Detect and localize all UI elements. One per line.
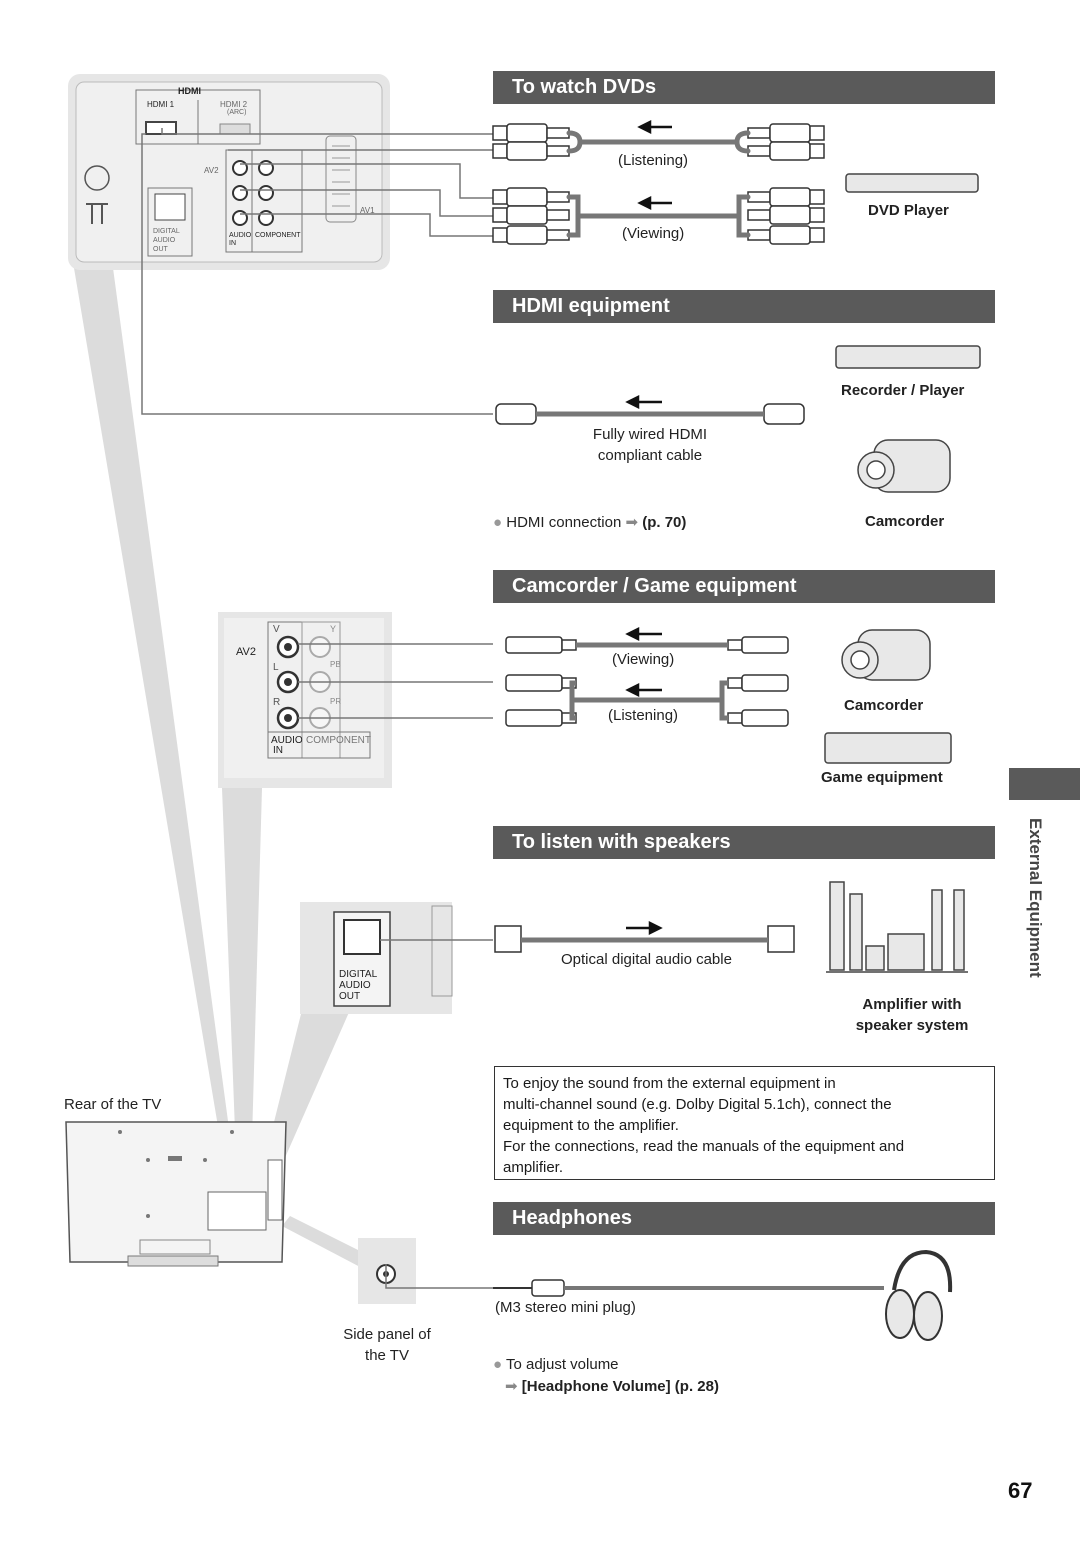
- note-line: equipment to the amplifier.: [503, 1117, 679, 1134]
- optical-cable-label: Optical digital audio cable: [561, 951, 732, 968]
- arrow-right-icon: ➡: [625, 514, 639, 531]
- projection-beam: [282, 1216, 362, 1268]
- chapter-label: External Equipment: [1026, 818, 1045, 978]
- section-title-hdmi: HDMI equipment: [493, 290, 995, 323]
- digital-label-top: DIGITAL: [153, 228, 180, 235]
- page-number: 67: [1008, 1478, 1033, 1503]
- camcorder-label-cam: Camcorder: [844, 697, 924, 714]
- projection-beam: [74, 268, 240, 1210]
- game-equipment-label: Game equipment: [821, 769, 943, 786]
- audio-in-label: AUDIO: [271, 735, 303, 746]
- adjust-volume-text: To adjust volume: [505, 1356, 619, 1373]
- dvd-player-label: DVD Player: [868, 202, 949, 219]
- hdmi-connection-ref: (p. 70): [642, 514, 687, 531]
- pr-label: PR: [330, 697, 342, 706]
- arrow-right-icon: ➡: [505, 1378, 518, 1395]
- audio-label-top: AUDIO: [153, 237, 176, 244]
- audio-in-label-top: AUDIO: [229, 232, 252, 239]
- recorder-icon: [835, 345, 981, 369]
- section-title-dvd: To watch DVDs: [493, 71, 995, 104]
- camcorder-icon-1: [857, 439, 951, 493]
- hdmi-cable-line1: Fully wired HDMI: [592, 426, 708, 443]
- adjust-volume-item: ● To adjust volume: [493, 1356, 619, 1373]
- side-panel-line1: Side panel of: [343, 1326, 431, 1343]
- r-label: R: [273, 697, 281, 708]
- amplifier-line2: speaker system: [855, 1017, 969, 1034]
- camcorder-label-hdmi: Camcorder: [865, 513, 945, 530]
- component-label-top: COMPONENT: [255, 232, 301, 239]
- l-label: L: [273, 662, 279, 673]
- mini-plug-label: (M3 stereo mini plug): [495, 1299, 636, 1316]
- in-label-top: IN: [229, 240, 236, 247]
- y-label: Y: [330, 624, 337, 634]
- camcorder-icon-2: [841, 629, 931, 681]
- projection-beam: [222, 788, 262, 1210]
- dvd-listening-label: (Listening): [618, 152, 689, 169]
- digital-label: DIGITAL: [339, 969, 378, 980]
- hdmi2-label: HDMI 2: [220, 100, 248, 109]
- headphone-volume-text: [Headphone Volume] (p. 28): [521, 1378, 719, 1395]
- amplifier-line1: Amplifier with: [862, 996, 962, 1013]
- note-line: amplifier.: [503, 1159, 564, 1176]
- out-label: OUT: [339, 991, 361, 1002]
- side-panel-line2: the TV: [365, 1347, 409, 1364]
- headphones-icon: [885, 1249, 953, 1341]
- hdmi-cable-line2: compliant cable: [597, 447, 703, 464]
- dvd-viewing-label: (Viewing): [622, 225, 685, 242]
- section-title-speakers: To listen with speakers: [493, 826, 995, 859]
- hdmi-connection-text: HDMI connection: [506, 514, 622, 531]
- cam-listening-label: (Listening): [608, 707, 679, 724]
- rear-of-tv-label: Rear of the TV: [64, 1096, 162, 1113]
- bullet-icon: ●: [493, 1356, 503, 1373]
- section-title-camcorder-game: Camcorder / Game equipment: [493, 570, 995, 603]
- note-line: To enjoy the sound from the external equ…: [503, 1075, 836, 1092]
- note-line: multi-channel sound (e.g. Dolby Digital …: [503, 1096, 892, 1113]
- dvd-player-icon: [845, 173, 979, 193]
- recorder-player-label: Recorder / Player: [841, 382, 965, 399]
- speaker-note-box: To enjoy the sound from the external equ…: [494, 1066, 995, 1180]
- hdmi1-label: HDMI 1: [147, 100, 175, 109]
- game-equipment-icon: [824, 732, 952, 764]
- pb-label: PB: [330, 660, 341, 669]
- note-line: For the connections, read the manuals of…: [503, 1138, 905, 1155]
- in-label: IN: [273, 745, 283, 756]
- arc-label: (ARC): [227, 109, 247, 116]
- section-title-headphones: Headphones: [493, 1202, 995, 1235]
- v-label: V: [273, 624, 280, 635]
- tv-rear-drawing: [65, 1121, 287, 1267]
- av2-label: AV2: [236, 646, 256, 658]
- hdmi-logo-label: HDMI: [178, 86, 201, 96]
- audio-label: AUDIO: [339, 980, 371, 991]
- bullet-icon: ●: [493, 514, 503, 531]
- speaker-system-icon: [826, 881, 968, 973]
- headphone-volume-ref[interactable]: ➡ [Headphone Volume] (p. 28): [505, 1377, 719, 1395]
- cam-viewing-label: (Viewing): [612, 651, 675, 668]
- av2-label-top: AV2: [204, 166, 219, 175]
- out-label-top: OUT: [153, 246, 168, 253]
- component-label: COMPONENT: [306, 735, 371, 746]
- chapter-tab: [1009, 768, 1080, 800]
- av1-label: AV1: [360, 206, 375, 215]
- hdmi-connection-item[interactable]: ● HDMI connection ➡ (p. 70): [493, 513, 686, 531]
